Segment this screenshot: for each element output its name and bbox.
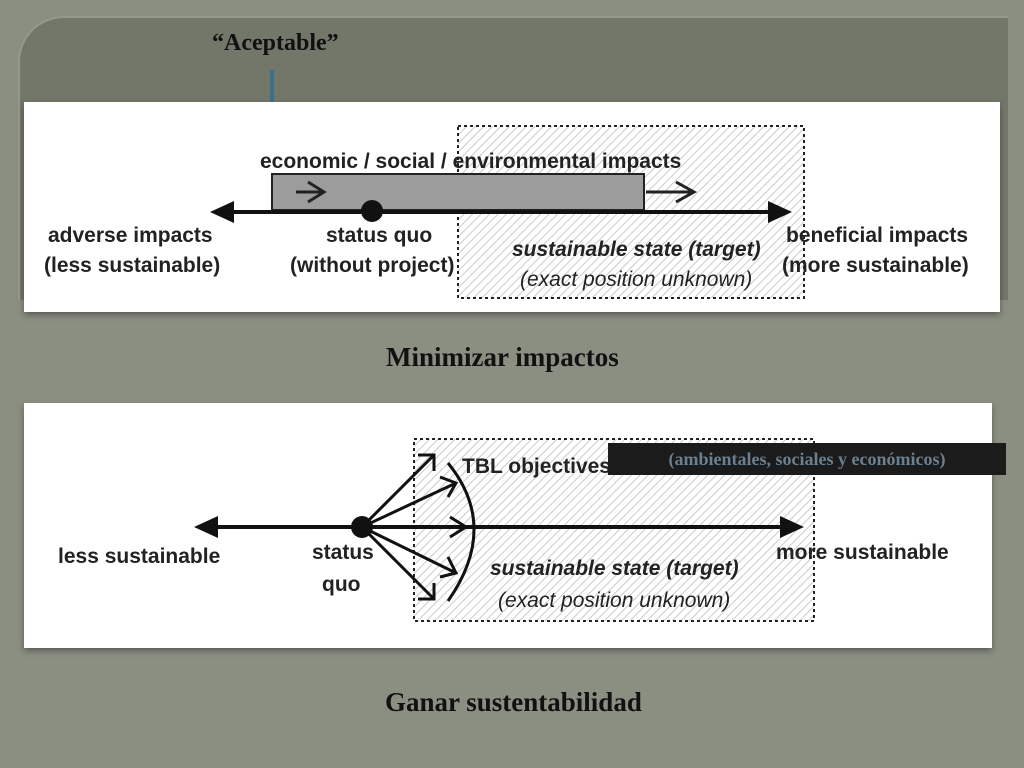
- left-arrow-icon: [194, 516, 218, 538]
- target-label: sustainable state (target): [490, 557, 739, 580]
- tbl-objective-arrows: [360, 453, 476, 602]
- target-label: sustainable state (target): [512, 238, 761, 261]
- right-arrow-icon: [646, 180, 698, 204]
- more-sustainable-label: more sustainable: [776, 541, 949, 564]
- status-quo-point: [361, 200, 383, 222]
- target-sub-label: (exact position unknown): [498, 589, 730, 612]
- status-quo-label: status quo: [326, 224, 432, 247]
- right-arrow-icon: [780, 516, 804, 538]
- caption-minimize: Minimizar impactos: [386, 342, 619, 372]
- aceptable-label: “Aceptable”: [212, 30, 339, 56]
- status-quo-sub-label: (without project): [290, 254, 454, 277]
- tbl-objectives-label: TBL objectives: [462, 455, 611, 478]
- quo-label: quo: [322, 573, 360, 596]
- caption-sustain: Ganar sustentabilidad: [385, 687, 642, 717]
- adverse-sub-label: (less sustainable): [44, 254, 220, 277]
- left-arrow-icon: [210, 201, 234, 223]
- right-arrow-icon: [768, 201, 792, 223]
- beneficial-label: beneficial impacts: [786, 224, 968, 247]
- less-sustainable-label: less sustainable: [58, 545, 220, 568]
- impacts-bar: [271, 173, 645, 211]
- status-quo-point: [351, 516, 373, 538]
- impacts-label: economic / social / environmental impact…: [260, 150, 681, 173]
- beneficial-sub-label: (more sustainable): [782, 254, 969, 277]
- right-arrow-icon: [296, 180, 327, 204]
- adverse-label: adverse impacts: [48, 224, 213, 247]
- diagram-panel-minimize: economic / social / environmental impact…: [24, 102, 1000, 312]
- target-sub-label: (exact position unknown): [520, 268, 752, 291]
- tbl-tag: (ambientales, sociales y económicos): [608, 443, 1006, 475]
- status-label: status: [312, 541, 374, 564]
- diagram-panel-sustain: TBL objectives less sustainable status q…: [24, 403, 992, 648]
